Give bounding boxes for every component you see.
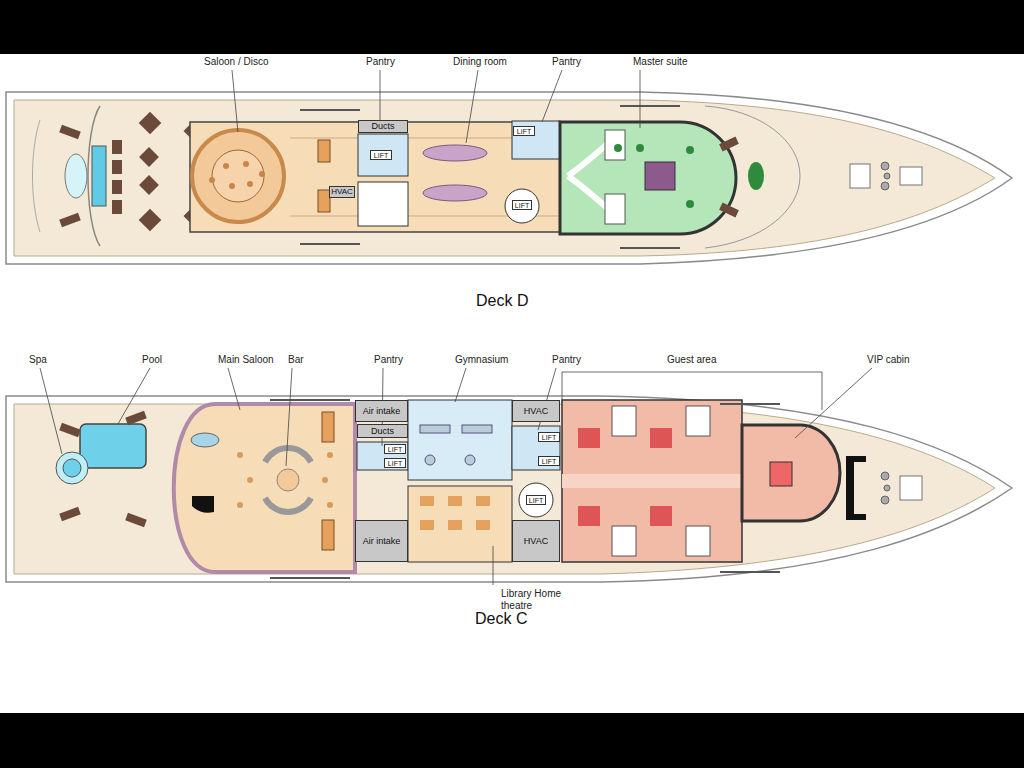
deck-c-plan — [6, 396, 1012, 582]
service-box: Air intake — [355, 520, 408, 562]
service-box: HVAC — [512, 400, 560, 422]
leader-lines — [40, 70, 872, 585]
bottom-bar — [0, 713, 1024, 768]
lift-box: LIFT — [370, 150, 392, 160]
lift-box: LIFT — [538, 456, 560, 466]
box-label: LIFT — [515, 202, 529, 209]
room-label: Pantry — [374, 354, 403, 366]
lift-box: LIFT — [512, 200, 532, 210]
box-label: HVAC — [331, 188, 353, 196]
room-label: Main Saloon — [218, 354, 274, 366]
box-label: HVAC — [524, 407, 548, 416]
lift-box: LIFT — [526, 495, 546, 505]
lift-box: LIFT — [384, 444, 406, 454]
service-box: HVAC — [512, 520, 560, 562]
box-label: Air intake — [363, 407, 401, 416]
box-label: LIFT — [388, 446, 402, 453]
top-bar — [0, 0, 1024, 54]
box-label: Air intake — [363, 537, 401, 546]
deck-title: Deck D — [476, 292, 528, 310]
room-label: Library Home theatre — [501, 588, 565, 612]
service-box: HVAC — [329, 186, 355, 198]
lift-box: LIFT — [384, 458, 406, 468]
deck-d-plan — [6, 92, 1012, 264]
box-label: LIFT — [374, 152, 388, 159]
box-label: Ducts — [371, 122, 394, 131]
room-label: Saloon / Disco — [204, 56, 268, 68]
lift-box: LIFT — [538, 432, 560, 442]
box-label: HVAC — [524, 537, 548, 546]
room-label: Pantry — [552, 354, 581, 366]
room-label: VIP cabin — [867, 354, 910, 366]
room-label: Bar — [288, 354, 304, 366]
box-label: Ducts — [371, 427, 394, 436]
box-label: LIFT — [542, 458, 556, 465]
room-label: Dining room — [453, 56, 507, 68]
service-box: Ducts — [358, 120, 408, 133]
service-box: Ducts — [357, 424, 408, 438]
lift-box: LIFT — [513, 126, 535, 136]
room-label: Pantry — [552, 56, 581, 68]
deck-title: Deck C — [475, 610, 527, 628]
box-label: LIFT — [517, 128, 531, 135]
box-label: LIFT — [529, 497, 543, 504]
room-label: Gymnasium — [455, 354, 508, 366]
room-label: Pantry — [366, 56, 395, 68]
box-label: LIFT — [388, 460, 402, 467]
room-label: Spa — [29, 354, 47, 366]
service-box: Air intake — [355, 400, 408, 422]
box-label: LIFT — [542, 434, 556, 441]
room-label: Pool — [142, 354, 162, 366]
room-label: Master suite — [633, 56, 687, 68]
area-label: Guest area — [667, 354, 716, 366]
